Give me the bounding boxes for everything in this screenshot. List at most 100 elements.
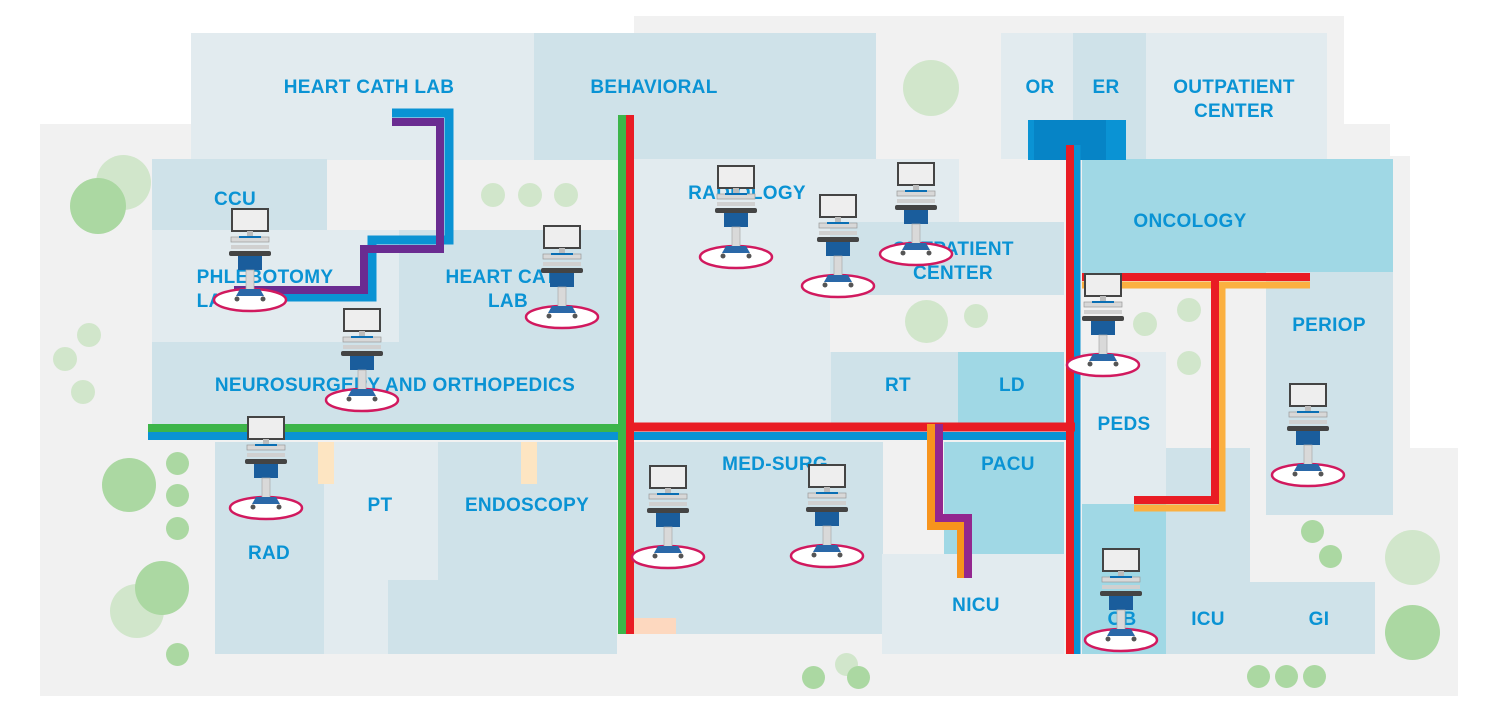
tree-icon — [1385, 605, 1440, 660]
cart-drawer — [550, 273, 574, 287]
tree-icon — [964, 304, 988, 328]
cart-monitor — [1102, 548, 1140, 572]
door-marker — [634, 618, 676, 634]
room-peds[interactable] — [1082, 352, 1166, 504]
room-icu[interactable] — [1166, 448, 1250, 654]
tree-icon — [518, 183, 542, 207]
tree-icon — [1247, 665, 1270, 688]
tree-icon — [1301, 520, 1324, 543]
room-heart-cath-lab-top[interactable] — [191, 33, 536, 160]
tree-icon — [166, 517, 189, 540]
label-periop: PERIOP — [1292, 315, 1366, 336]
medical-cart-icon[interactable] — [322, 305, 402, 415]
cart-monitor — [1084, 273, 1122, 297]
label-gi: GI — [1308, 609, 1330, 630]
room-endoscopy-annex — [388, 580, 440, 654]
door-marker — [521, 442, 537, 484]
cart-monitor — [231, 208, 269, 232]
room-outpatient-center-top[interactable] — [1146, 33, 1327, 159]
label-or: OR — [1025, 77, 1055, 98]
cart-drawer — [1091, 321, 1115, 335]
label-endoscopy: ENDOSCOPY — [464, 495, 590, 516]
label-pt: PT — [367, 495, 393, 516]
room-gi[interactable] — [1249, 582, 1375, 654]
cart-drawer — [238, 256, 262, 270]
room-neurosurgery-orthopedics[interactable] — [152, 342, 617, 424]
cart-monitor — [543, 225, 581, 249]
label-rad: RAD — [247, 543, 291, 564]
medical-cart-icon[interactable] — [628, 462, 708, 572]
cart-monitor — [649, 465, 687, 489]
label-pacu: PACU — [981, 454, 1035, 475]
label-ld: LD — [999, 375, 1025, 396]
route-red-periop-drop — [1134, 277, 1219, 504]
cart-drawer — [656, 513, 680, 527]
room-behavioral[interactable] — [534, 33, 876, 160]
label-behavioral: BEHAVIORAL — [590, 77, 718, 98]
tree-icon — [1133, 312, 1157, 336]
cart-monitor — [717, 165, 755, 189]
tree-icon — [166, 643, 189, 666]
medical-cart-icon[interactable] — [1081, 545, 1161, 655]
cart-monitor — [247, 416, 285, 440]
cart-drawer — [350, 356, 374, 370]
medical-cart-icon[interactable] — [787, 461, 867, 571]
label-outpatient-center-top: OUTPATIENT CENTER — [1173, 77, 1295, 122]
cart-monitor — [1289, 383, 1327, 407]
tree-icon — [554, 183, 578, 207]
tree-icon — [847, 666, 870, 689]
label-rt: RT — [885, 375, 911, 396]
tree-icon — [1177, 351, 1201, 375]
room-nicu[interactable] — [882, 554, 1064, 654]
tree-icon — [166, 452, 189, 475]
tree-icon — [905, 300, 948, 343]
label-icu: ICU — [1191, 609, 1225, 630]
medical-cart-icon[interactable] — [876, 159, 956, 269]
label-er: ER — [1092, 77, 1120, 98]
room-ld[interactable] — [958, 352, 1064, 424]
medical-cart-icon[interactable] — [1268, 380, 1348, 490]
tree-icon — [71, 380, 95, 404]
cart-drawer — [1296, 431, 1320, 445]
cart-drawer — [904, 210, 928, 224]
medical-cart-icon[interactable] — [522, 222, 602, 332]
cart-monitor — [808, 464, 846, 488]
label-oncology: ONCOLOGY — [1133, 211, 1247, 232]
tree-icon — [70, 178, 126, 234]
tree-icon — [77, 323, 101, 347]
tree-icon — [1275, 665, 1298, 688]
cart-drawer — [1109, 596, 1133, 610]
cart-monitor — [897, 162, 935, 186]
medical-cart-icon[interactable] — [1063, 270, 1143, 380]
tree-icon — [802, 666, 825, 689]
medical-cart-icon[interactable] — [696, 162, 776, 272]
tree-icon — [481, 183, 505, 207]
cart-monitor — [819, 194, 857, 218]
tree-icon — [1177, 298, 1201, 322]
label-heart-cath-lab-top: HEART CATH LAB — [283, 77, 455, 98]
cart-drawer — [724, 213, 748, 227]
tree-icon — [903, 60, 959, 116]
route-blue-heart-cath — [234, 108, 454, 302]
tree-icon — [166, 484, 189, 507]
door-marker — [318, 442, 334, 484]
label-peds: PEDS — [1097, 414, 1151, 435]
room-rt[interactable] — [831, 352, 959, 424]
cart-monitor — [343, 308, 381, 332]
room-oncology[interactable] — [1082, 159, 1393, 273]
route-orange-nicu — [927, 424, 965, 578]
cart-drawer — [815, 512, 839, 526]
tree-icon — [1303, 665, 1326, 688]
tree-icon — [1385, 530, 1440, 585]
tree-icon — [135, 561, 189, 615]
tree-icon — [1319, 545, 1342, 568]
medical-cart-icon[interactable] — [798, 191, 878, 301]
route-purple-heart-cath — [234, 118, 444, 294]
medical-cart-icon[interactable] — [226, 413, 306, 523]
medical-cart-icon[interactable] — [210, 205, 290, 315]
label-ccu: CCU — [213, 189, 257, 210]
tree-icon — [102, 458, 156, 512]
route-orange-periop-drop — [1134, 285, 1226, 512]
route-purple-nicu — [935, 424, 972, 578]
